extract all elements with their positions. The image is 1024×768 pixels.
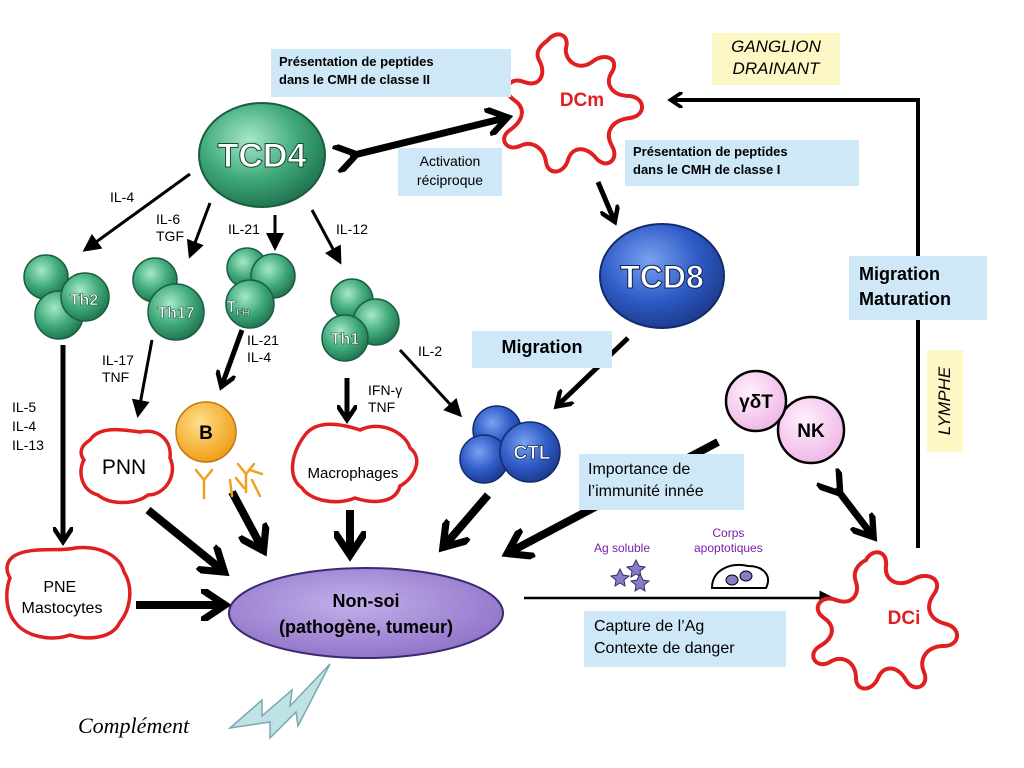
th17-cell: Th17 [132, 257, 205, 341]
tcd8-cell: TCD8 [599, 223, 725, 329]
dci-label: DCi [888, 608, 921, 629]
box-activation: Activation réciproque [398, 148, 502, 196]
label-il4: IL-4 [110, 189, 135, 205]
label-il12: IL-12 [336, 221, 368, 237]
nk-cell: NK [776, 395, 846, 465]
dcm-label: DCm [560, 90, 604, 111]
pne-line2: Mastocytes [22, 600, 103, 617]
gdt-cell: γδT [724, 369, 788, 433]
dci-cell: DCi [811, 550, 959, 691]
nonsoi-target: Non-soi (pathogène, tumeur) [228, 567, 504, 659]
label-il2: IL-2 [418, 343, 443, 359]
arrow-th1-ctl [398, 348, 463, 418]
arrow-tcd4-th1 [310, 209, 342, 265]
arrow-tcd4-th2 [82, 172, 191, 252]
macrophages-cell: Macrophages [290, 422, 419, 504]
box-capture: Capture de l’Ag Contexte de danger [584, 611, 786, 667]
th1-label: Th1 [331, 331, 360, 348]
dcm-cell: DCm [502, 32, 644, 174]
box-pres-class1: Présentation de peptides dans le CMH de … [625, 140, 859, 186]
pne-cell: PNE Mastocytes [5, 545, 132, 640]
tfh-subscript: FH [236, 308, 249, 319]
label-ag-soluble: Ag soluble [594, 541, 650, 555]
arrow-ctl-nonsoi [445, 492, 492, 545]
ag-soluble-stars-icon [609, 558, 651, 592]
th17-label: Th17 [157, 305, 194, 322]
gdt-label: γδT [739, 392, 773, 413]
complement-label: Complément [78, 713, 190, 738]
nk-label: NK [797, 421, 825, 442]
label-il6-tgf: IL-6 TGF [156, 211, 184, 244]
ctl-cell: CTL [459, 405, 561, 484]
pne-line1: PNE [43, 579, 76, 596]
arrow-pnn-nonsoi [145, 506, 222, 570]
arrow-tfh-b [222, 329, 245, 385]
arrow-tcd4-th17 [186, 202, 212, 259]
tcd8-label: TCD8 [620, 259, 704, 295]
label-corps-apoptotiques: Corps apoptotiques [694, 526, 763, 555]
label-ifng-tnf: IFN-γ TNF [368, 382, 403, 415]
label-il17-tnf: IL-17 TNF [102, 352, 134, 385]
b-cell: B [175, 401, 237, 463]
tcd4-label: TCD4 [218, 137, 307, 175]
arrow-nk-dci [836, 488, 872, 535]
th2-cell: Th2 [23, 254, 110, 340]
arrow-th17-pnn [131, 339, 154, 418]
arrow-dcm-tcd8 [595, 181, 614, 220]
antibodies-icon [194, 462, 264, 500]
ctl-label: CTL [514, 443, 551, 464]
pnn-cell: PNN [79, 427, 175, 505]
arrow-lymph-route [672, 100, 920, 548]
nonsoi-line1: Non-soi [333, 591, 400, 611]
label-il21-il4: IL-21 IL-4 [247, 332, 279, 365]
box-importance: Importance de l’immunité innée [579, 454, 744, 510]
tcd4-cell: TCD4 [198, 102, 326, 208]
pnn-label: PNN [102, 456, 146, 479]
box-pres-class2: Présentation de peptides dans le CMH de … [271, 49, 511, 97]
lymphe-label: LYMPHE [935, 366, 954, 436]
arrow-tcd4-dcm [350, 118, 505, 156]
arrow-tcd8-ctl [558, 336, 630, 405]
arrow-b-nonsoi [228, 490, 262, 548]
box-lymphe: LYMPHE [927, 350, 963, 452]
pne-label: PNE Mastocytes [22, 579, 103, 617]
box-migration-maturation: Migration Maturation [849, 256, 987, 320]
label-il5-il4-il13: IL-5 IL-4 IL-13 [12, 399, 44, 453]
label-il21: IL-21 [228, 221, 260, 237]
apoptotic-bodies-icon [710, 564, 769, 589]
tfh-cell: TFH [225, 247, 296, 329]
box-ganglion: GANGLION DRAINANT [712, 33, 840, 85]
complement-lightning-icon [227, 663, 331, 740]
box-migration: Migration [472, 331, 612, 368]
nonsoi-line2: (pathogène, tumeur) [279, 617, 453, 637]
th2-label: Th2 [70, 292, 99, 309]
b-label: B [199, 423, 213, 444]
tfh-label: TFH [226, 299, 249, 319]
th1-cell: Th1 [321, 278, 400, 362]
macrophages-label: Macrophages [308, 465, 399, 482]
